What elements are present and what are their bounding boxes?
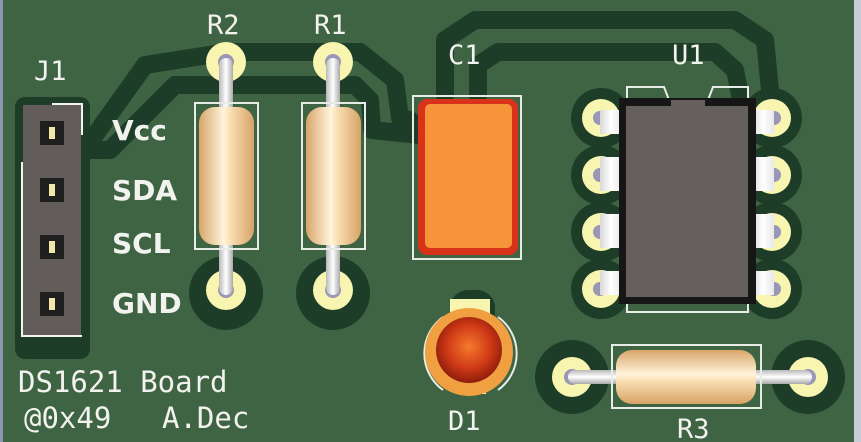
c1-body — [425, 104, 512, 248]
capacitor-c1[interactable] — [412, 95, 522, 260]
r1-body — [306, 107, 361, 245]
connector-j1[interactable] — [21, 103, 83, 337]
r3-body — [616, 350, 756, 404]
led-d1[interactable] — [423, 299, 518, 396]
ref-r3: R3 — [677, 414, 710, 442]
pin-label-sda: SDA — [112, 174, 177, 207]
resistor-r3[interactable] — [568, 344, 812, 409]
j1-pins — [40, 121, 64, 316]
board-edge-left — [0, 0, 3, 442]
ref-c1: C1 — [448, 40, 481, 71]
d1-lens — [436, 317, 502, 383]
r2-body — [199, 107, 254, 245]
r2-lead-bottom — [219, 240, 233, 295]
board-edge-right — [854, 0, 861, 442]
pin-label-vcc: Vcc — [112, 114, 167, 147]
board-address: @0x49 — [24, 401, 111, 435]
board-title: DS1621 Board — [18, 365, 228, 399]
ic-u1[interactable] — [582, 86, 791, 313]
resistor-r1[interactable] — [301, 58, 366, 295]
j1-silk-outline-left — [21, 162, 82, 337]
u1-body — [626, 106, 748, 297]
ref-d1: D1 — [448, 406, 481, 437]
trace-vcc — [51, 43, 419, 144]
r2-lead-top — [219, 58, 233, 116]
r2-silk-outline — [194, 102, 259, 250]
j1-silk-outline — [52, 103, 83, 135]
pin-label-gnd: GND — [112, 287, 182, 320]
r1-lead-top — [326, 58, 340, 116]
board-author: A.Dec — [162, 401, 249, 435]
r3-silk-outline — [611, 344, 762, 409]
ref-u1: U1 — [672, 40, 705, 71]
ref-r2: R2 — [207, 10, 240, 41]
r1-silk-outline — [301, 102, 366, 250]
c1-silk-outline — [412, 95, 522, 260]
trace-sda — [51, 76, 429, 159]
u1-notch — [671, 100, 705, 106]
resistor-r2[interactable] — [194, 58, 259, 295]
u1-silk-outline — [626, 86, 749, 313]
r1-lead-bottom — [326, 240, 340, 295]
trace-c1-top2 — [469, 43, 749, 104]
u1-legs — [600, 110, 774, 295]
ref-j1: J1 — [34, 56, 67, 87]
ref-r1: R1 — [314, 10, 347, 41]
trace-c1-top — [436, 11, 779, 104]
pin-label-scl: SCL — [112, 227, 171, 260]
copper-traces — [51, 11, 779, 159]
